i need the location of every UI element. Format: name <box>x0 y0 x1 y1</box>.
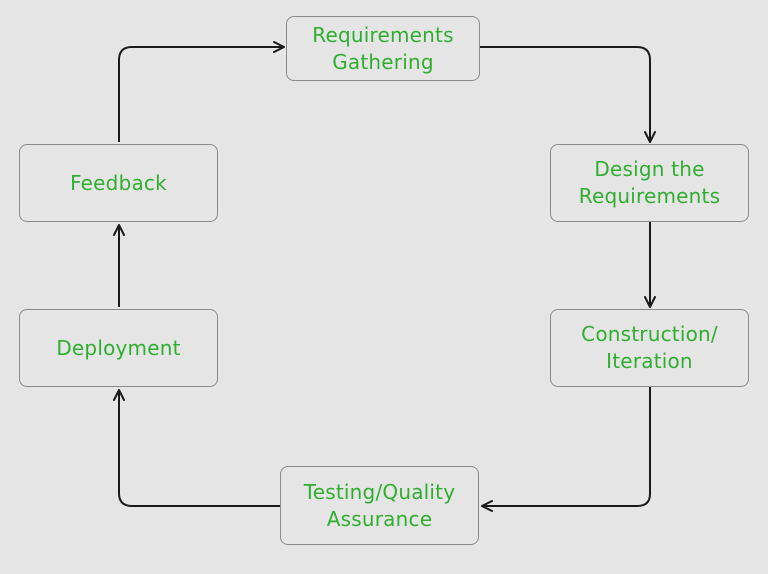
node-label-line: Feedback <box>70 170 167 195</box>
node-label-line: Assurance <box>326 506 433 531</box>
node-design-the-requirements: Design the Requirements <box>550 144 749 222</box>
node-label-line: Testing/Quality <box>303 479 456 504</box>
node-feedback: Feedback <box>19 144 218 222</box>
arrow-feedback-to-requirements <box>118 41 285 142</box>
node-label-line: Gathering <box>332 49 434 74</box>
node-requirements-gathering: Requirements Gathering <box>286 16 480 81</box>
arrow-construction-to-testing <box>481 387 651 512</box>
arrow-testing-to-deployment <box>113 389 280 507</box>
node-testing-quality-assurance: Testing/Quality Assurance <box>280 466 479 545</box>
node-label-line: Requirements <box>312 22 454 47</box>
node-label-line: Requirements <box>578 184 721 208</box>
arrow-requirements-to-design <box>480 46 656 143</box>
node-label-line: Deployment <box>56 335 181 360</box>
node-deployment: Deployment <box>19 309 218 387</box>
node-label-line: Iteration <box>606 349 693 373</box>
node-label-line: Construction/ <box>581 322 718 346</box>
node-label-line: Design the <box>594 157 705 181</box>
node-construction-iteration: Construction/ Iteration <box>550 309 749 387</box>
